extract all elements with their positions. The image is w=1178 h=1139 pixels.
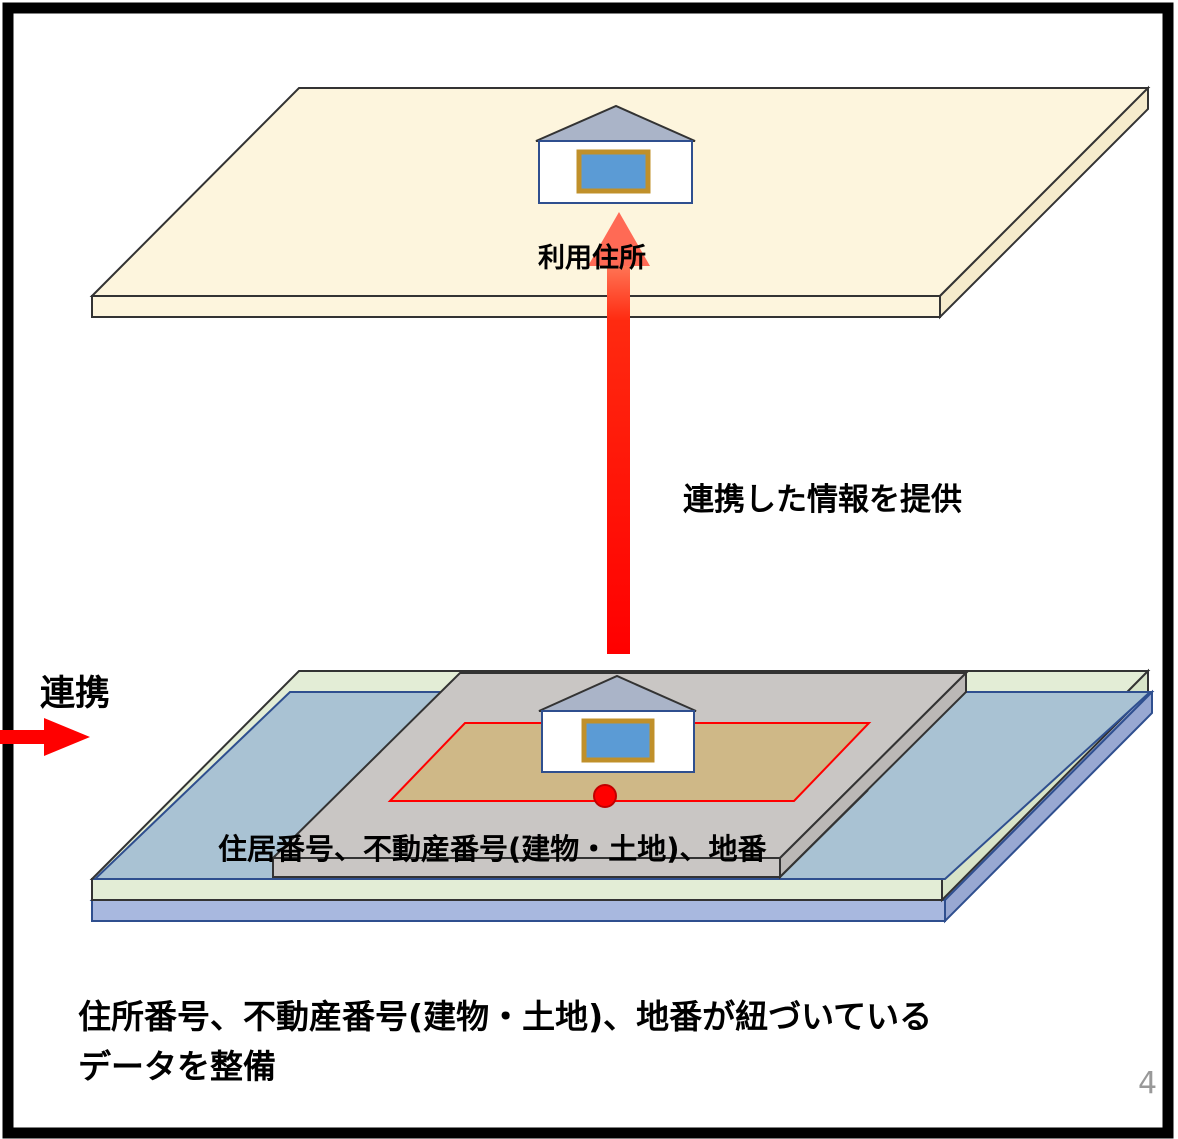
provide-arrow [588, 212, 650, 654]
provide-arrow-label: 連携した情報を提供 [683, 482, 962, 518]
house-icon-top [535, 104, 696, 204]
bottom-caption-line2: データを整備 [78, 1047, 276, 1086]
link-arrow-label: 連携 [40, 674, 111, 714]
top-layer-label: 利用住所 [538, 243, 646, 274]
location-point [593, 784, 617, 808]
page-number: 4 [1138, 1066, 1158, 1101]
link-arrow [0, 718, 90, 756]
bottom-caption-line1: 住所番号、不動産番号(建物・土地)、地番が紐づいている [78, 997, 933, 1036]
middle-layer-label: 住居番号、不動産番号(建物・土地)、地番 [218, 832, 767, 866]
house-icon-bottom [538, 674, 697, 773]
